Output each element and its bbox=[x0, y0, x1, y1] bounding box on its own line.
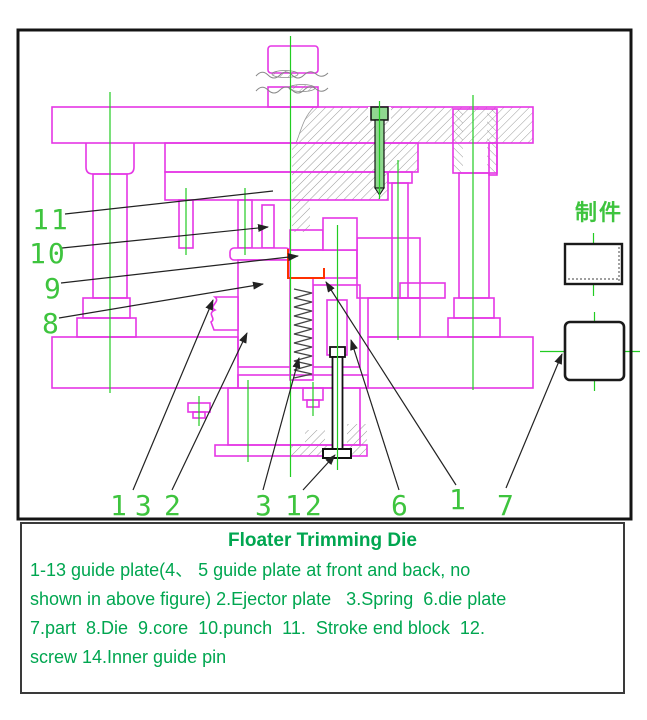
caption-line-1: 1-13 guide plate(4、 5 guide plate at fro… bbox=[30, 560, 471, 580]
bushing-wall-left-hatch bbox=[453, 109, 463, 173]
housing-hatch-l bbox=[305, 430, 325, 445]
punch-wall-hatch bbox=[292, 200, 310, 232]
callout-label-8: 8 bbox=[42, 307, 59, 340]
callout-leader-11 bbox=[64, 190, 274, 215]
part-section-line bbox=[287, 249, 325, 279]
guide-pillar-right bbox=[458, 172, 490, 299]
caption-line-2: shown in above figure) 2.Ejector plate 3… bbox=[30, 589, 507, 609]
inner-post-shaft bbox=[391, 182, 409, 299]
floater-body bbox=[237, 259, 291, 368]
upper-plate3-hatch bbox=[292, 172, 388, 200]
ejector-bracket bbox=[210, 296, 239, 331]
lower-die-shoe-left bbox=[51, 336, 239, 389]
break-lens-1 bbox=[271, 70, 299, 78]
lower-die-shoe-right bbox=[367, 336, 534, 389]
callout-leader-9 bbox=[60, 253, 299, 284]
callout-label-3: 3 bbox=[255, 489, 272, 522]
caption-box: Floater Trimming Die 1-13 guide plate(4、… bbox=[20, 522, 625, 694]
die-outlines bbox=[51, 45, 534, 457]
callout-label-1: 1 bbox=[449, 483, 466, 516]
pillar-right-base1 bbox=[453, 297, 495, 319]
workpieces: 制件 bbox=[563, 201, 626, 382]
pillar-left-base1 bbox=[82, 297, 131, 319]
bushing-wall-right-hatch bbox=[487, 109, 497, 173]
callout-label-9: 9 bbox=[44, 272, 61, 305]
callout-label-7: 7 bbox=[497, 489, 514, 522]
punch-holder-hatch bbox=[289, 229, 324, 251]
die-support-hatch bbox=[367, 297, 421, 338]
caption-line-4: screw 14.Inner guide pin bbox=[30, 647, 227, 667]
callout-leader-13 bbox=[132, 299, 214, 491]
callout-leader-10 bbox=[61, 224, 269, 249]
callout-leader-7 bbox=[505, 353, 563, 489]
callout-leader-1 bbox=[325, 281, 457, 486]
punch-block bbox=[322, 217, 358, 251]
figure-title: Floater Trimming Die bbox=[228, 530, 417, 551]
drawing-border bbox=[16, 28, 633, 521]
callout-label-13: 13 bbox=[110, 489, 160, 522]
housing-hatch-r bbox=[347, 424, 367, 445]
pillar-left-base2 bbox=[76, 317, 137, 338]
centerlines bbox=[109, 36, 640, 477]
callout-label-10: 10 bbox=[29, 237, 67, 270]
upper-plate3 bbox=[164, 171, 389, 201]
shank-top bbox=[267, 45, 319, 74]
upper-plate2-hatch bbox=[292, 143, 418, 172]
callout-leader-6 bbox=[350, 339, 400, 491]
callout-leader-8 bbox=[58, 281, 264, 319]
spring bbox=[293, 288, 313, 379]
callout-label-6: 6 bbox=[391, 489, 408, 522]
caption-line-3: 7.part 8.Die 9.core 10.punch 11. Stroke … bbox=[30, 618, 485, 638]
callout-leader-3 bbox=[262, 357, 301, 491]
die-shoulder-hatch bbox=[399, 282, 446, 299]
inner-pillar-c bbox=[261, 204, 275, 249]
break-lens-2 bbox=[288, 84, 316, 92]
callout-leader-12 bbox=[302, 454, 336, 491]
callout-leader-2 bbox=[171, 332, 248, 491]
inner-post-flange bbox=[387, 171, 413, 184]
callout-label-12: 12 bbox=[285, 489, 325, 522]
callout-label-2: 2 bbox=[164, 489, 181, 522]
pillar-right-base2 bbox=[447, 317, 501, 338]
callout-label-11: 11 bbox=[32, 203, 70, 236]
workpiece-cup-1 bbox=[563, 242, 624, 286]
workpiece-cup-2 bbox=[563, 320, 626, 382]
die-block-hatch bbox=[356, 237, 421, 299]
workpiece-label: 制件 bbox=[575, 201, 623, 226]
